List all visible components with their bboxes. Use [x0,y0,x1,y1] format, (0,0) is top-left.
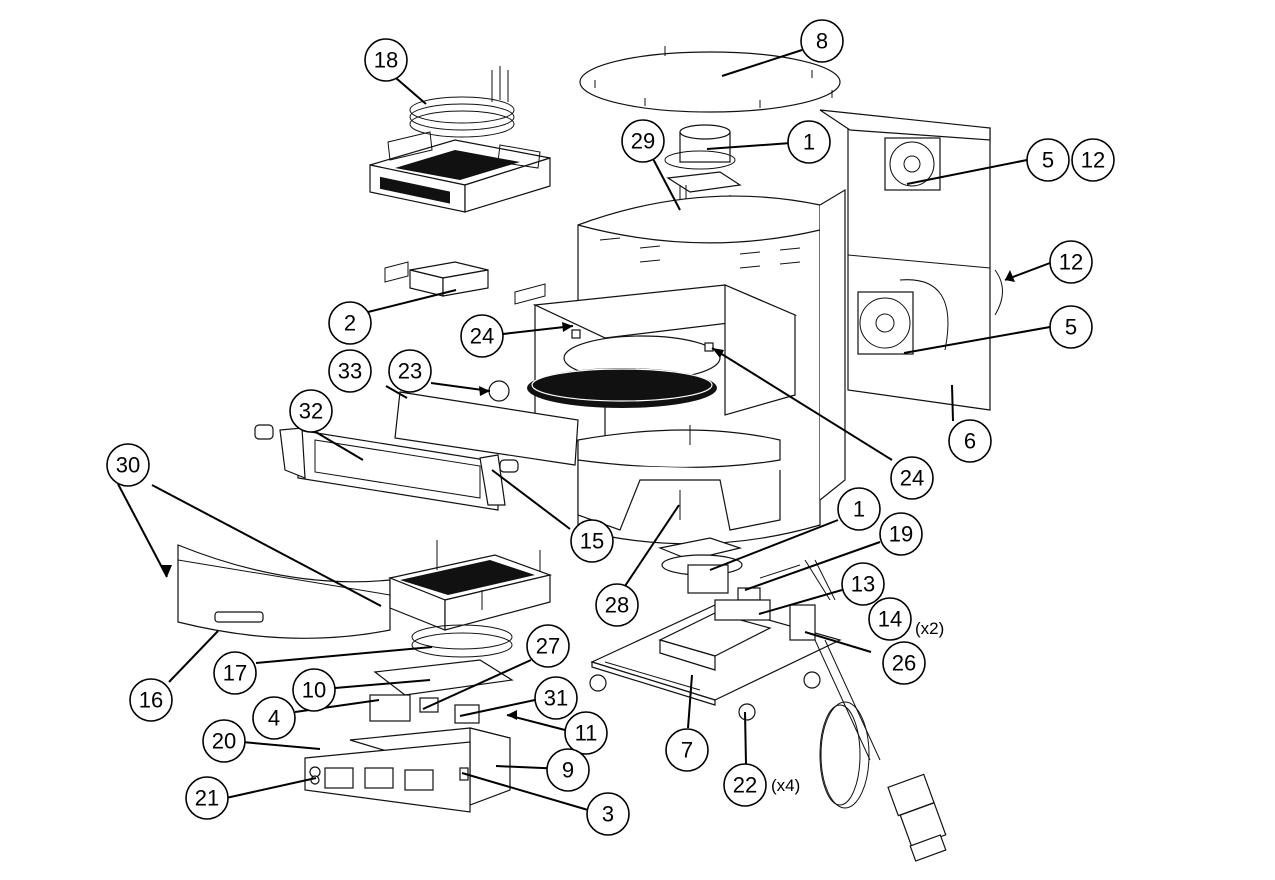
leader-lines [117,49,1051,811]
callout-26: 26 [882,641,926,685]
callout-22: 22 [723,763,767,807]
svg-text:2: 2 [344,311,356,336]
svg-text:33: 33 [338,359,362,384]
top-heater-assembly [369,66,551,213]
callout-8: 8 [800,19,844,63]
callout-23: 23 [388,349,432,393]
svg-text:14: 14 [878,607,902,632]
callouts: 18 8 29 1 5 12 12 2 24 5 33 23 32 6 30 2… [106,19,1115,836]
svg-text:24: 24 [470,324,494,349]
svg-text:21: 21 [195,786,219,811]
svg-text:22: 22 [733,773,757,798]
callout-1-bottom: 1 [837,487,881,531]
callout-5-top: 5 [1026,138,1070,182]
callout-2: 2 [328,301,372,345]
callout-9: 9 [546,748,590,792]
svg-text:29: 29 [631,129,655,154]
svg-text:8: 8 [816,29,828,54]
bottom-motor [657,537,801,601]
svg-text:32: 32 [299,399,323,424]
svg-text:17: 17 [223,661,247,686]
base-plate [589,604,842,721]
svg-text:23: 23 [398,359,422,384]
callout-30: 30 [106,443,150,487]
callout-24-right: 24 [890,456,934,500]
callout-28: 28 [595,583,639,627]
part-drawings [177,46,1003,862]
power-cable [814,639,947,862]
svg-text:9: 9 [562,758,574,783]
bottom-heater-assembly [387,540,553,658]
callout-6: 6 [948,419,992,463]
callout-24-left: 24 [460,314,504,358]
filter-box [384,261,546,305]
callout-16: 16 [129,678,173,722]
callout-7: 7 [665,728,709,772]
callout-12-top: 12 [1071,138,1115,182]
svg-text:4: 4 [268,706,280,731]
callout-1-top: 1 [787,120,831,164]
callout-18: 18 [364,38,408,82]
callout-3: 3 [586,792,630,836]
relays [714,559,836,641]
svg-text:5: 5 [1042,148,1054,173]
quantity-14: (x2) [915,619,944,638]
svg-text:27: 27 [536,634,560,659]
svg-text:18: 18 [374,48,398,73]
callout-15: 15 [570,519,614,563]
callout-17: 17 [213,651,257,695]
callout-4: 4 [252,696,296,740]
svg-text:1: 1 [853,497,865,522]
svg-text:12: 12 [1081,148,1105,173]
callout-20: 20 [202,719,246,763]
svg-text:20: 20 [212,729,236,754]
callout-29: 29 [621,119,665,163]
svg-text:5: 5 [1065,315,1077,340]
svg-text:1: 1 [803,130,815,155]
svg-text:16: 16 [139,688,163,713]
callout-31: 31 [534,676,578,720]
svg-text:24: 24 [900,466,924,491]
quantity-22: (x4) [771,776,800,795]
callout-33: 33 [328,349,372,393]
svg-text:19: 19 [889,522,913,547]
svg-text:15: 15 [580,529,604,554]
callout-11: 11 [564,711,608,755]
lower-skirt [577,465,781,531]
callout-27: 27 [526,624,570,668]
svg-text:3: 3 [602,802,614,827]
svg-text:31: 31 [544,686,568,711]
svg-text:7: 7 [681,738,693,763]
svg-text:28: 28 [605,593,629,618]
svg-text:10: 10 [302,678,326,703]
svg-text:26: 26 [892,651,916,676]
callout-10: 10 [292,668,336,712]
svg-text:11: 11 [575,721,598,746]
svg-text:12: 12 [1059,250,1083,275]
callout-12-side: 12 [1049,240,1093,284]
callout-21: 21 [185,776,229,820]
control-box [304,659,514,813]
callout-5-side: 5 [1049,305,1093,349]
callout-13: 13 [841,562,885,606]
callout-19: 19 [879,512,923,556]
top-plate [579,46,841,113]
svg-text:6: 6 [964,429,976,454]
front-door [177,544,391,639]
rear-panel [819,109,1003,411]
svg-text:13: 13 [851,572,875,597]
svg-text:30: 30 [116,453,140,478]
callout-32: 32 [289,389,333,433]
callout-14: 14 [868,597,912,641]
